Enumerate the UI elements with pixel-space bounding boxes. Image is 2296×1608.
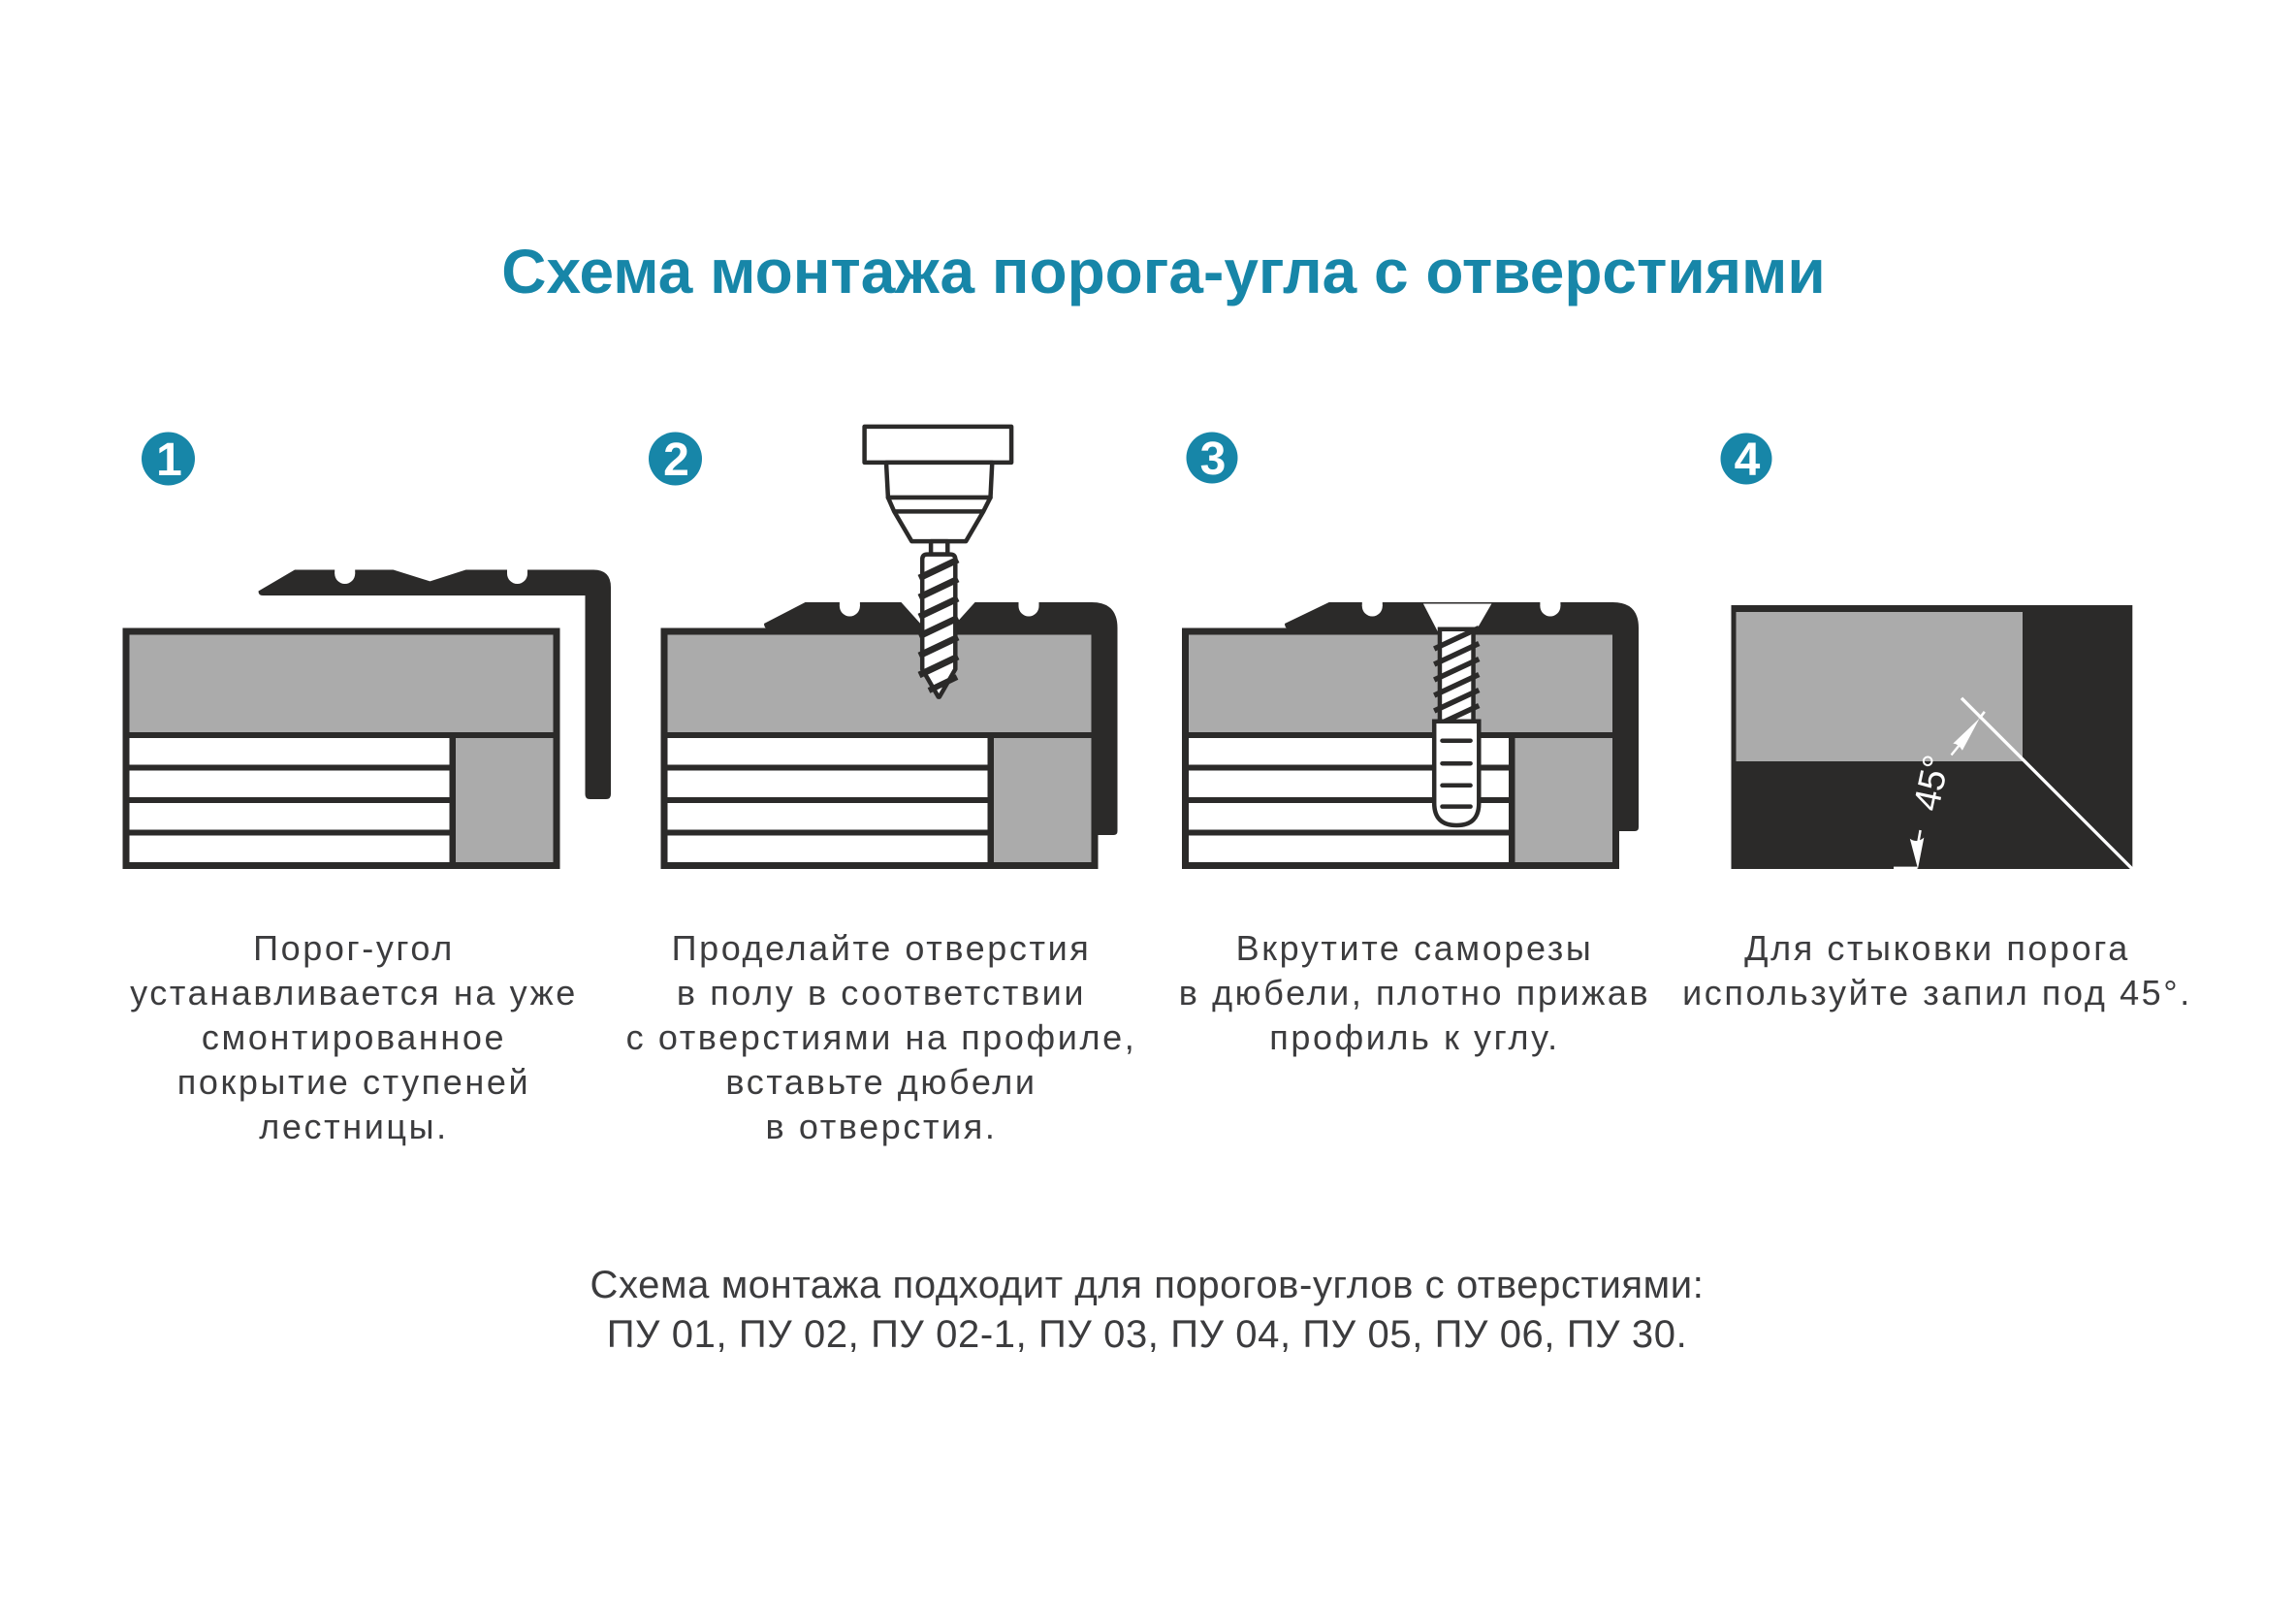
svg-text:с отверстиями на профиле,: с отверстиями на профиле, [626, 1017, 1137, 1057]
svg-text:устанавливается на уже: устанавливается на уже [130, 973, 578, 1013]
svg-text:покрытие ступеней: покрытие ступеней [177, 1062, 530, 1102]
svg-text:смонтированное: смонтированное [202, 1017, 506, 1057]
svg-text:Для стыковки порога: Для стыковки порога [1744, 928, 2130, 968]
svg-text:ПУ 01, ПУ 02, ПУ 02-1, ПУ 03,: ПУ 01, ПУ 02, ПУ 02-1, ПУ 03, ПУ 04, ПУ … [607, 1313, 1688, 1356]
svg-text:Схема монтажа порога-угла с от: Схема монтажа порога-угла с отверстиями [501, 237, 1825, 306]
svg-text:профиль к углу.: профиль к углу. [1269, 1017, 1560, 1057]
svg-text:в отверстия.: в отверстия. [766, 1107, 998, 1146]
svg-text:вставьте дюбели: вставьте дюбели [725, 1062, 1036, 1102]
svg-text:Проделайте отверстия: Проделайте отверстия [672, 928, 1092, 968]
svg-text:Вкрутите саморезы: Вкрутите саморезы [1236, 928, 1594, 968]
svg-text:1: 1 [156, 434, 182, 486]
svg-text:Порог-угол: Порог-угол [253, 928, 455, 968]
svg-text:Схема монтажа подходит для пор: Схема монтажа подходит для порогов-углов… [590, 1264, 1705, 1306]
svg-text:2: 2 [663, 434, 689, 486]
svg-text:4: 4 [1735, 434, 1761, 486]
svg-text:в дюбели, плотно прижав: в дюбели, плотно прижав [1179, 973, 1650, 1013]
svg-text:в полу в соответствии: в полу в соответствии [677, 973, 1086, 1013]
svg-text:используйте запил под 45°.: используйте запил под 45°. [1682, 973, 2192, 1013]
svg-text:3: 3 [1200, 434, 1227, 485]
svg-text:лестницы.: лестницы. [259, 1107, 448, 1146]
